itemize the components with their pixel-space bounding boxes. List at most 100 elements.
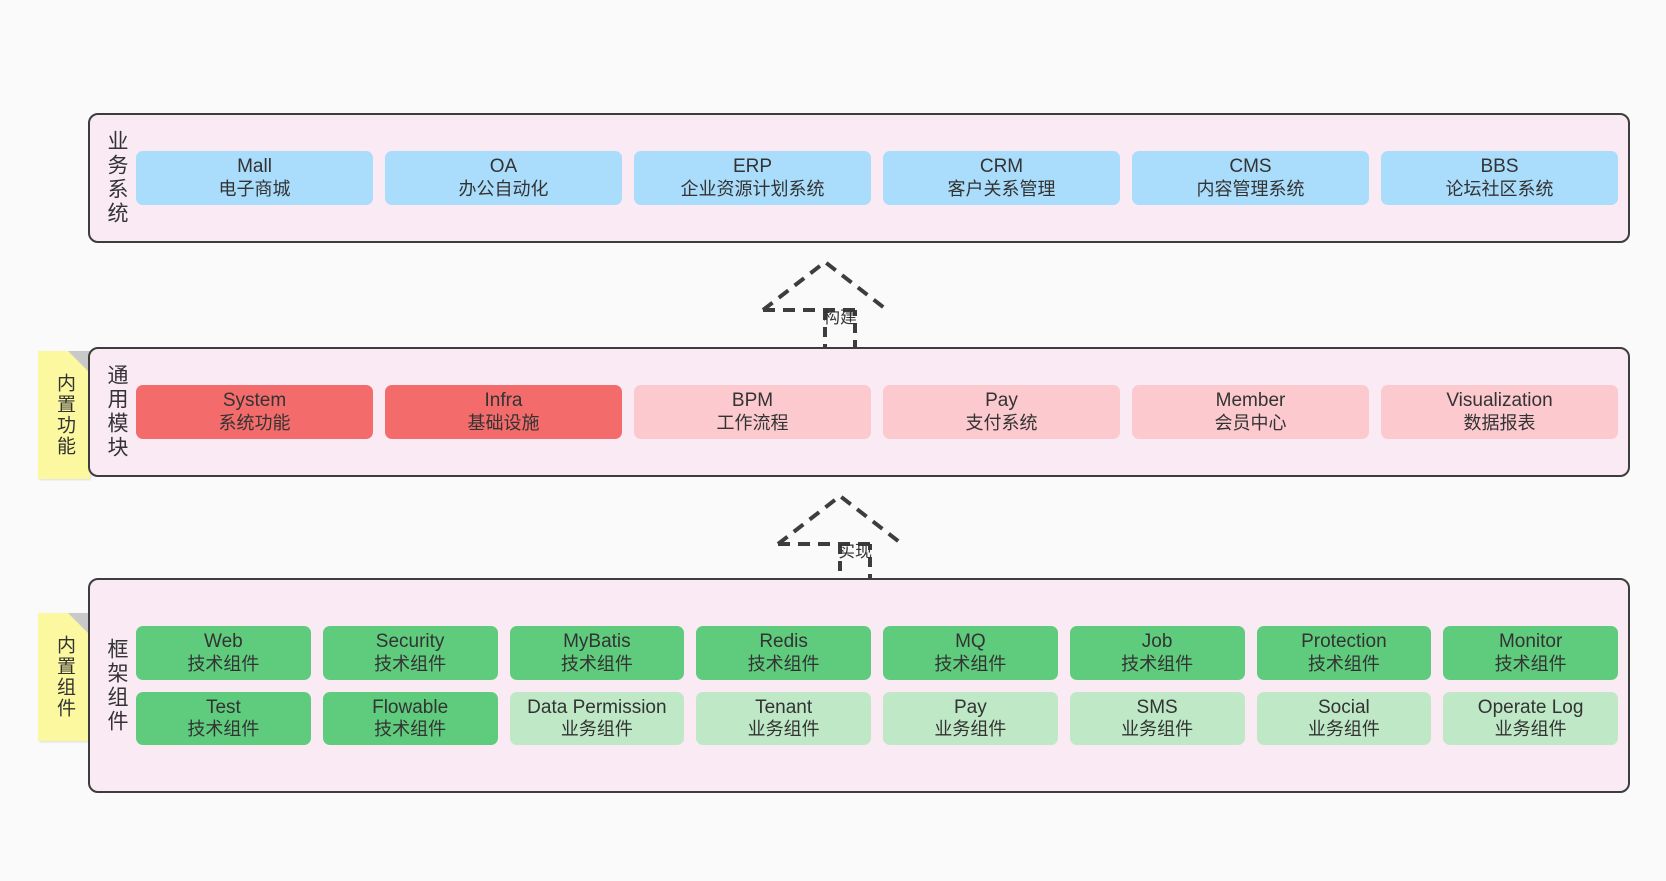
card-subtitle: 基础设施 — [467, 412, 540, 433]
card-bbs[interactable]: BBS 论坛社区系统 — [1381, 151, 1618, 205]
card-subtitle: 业务组件 — [1121, 718, 1194, 739]
note-builtin-component: 内置组件 — [38, 613, 90, 741]
card-title: BBS — [1480, 156, 1519, 178]
card-subtitle: 技术组件 — [934, 653, 1007, 674]
card-title: Web — [204, 631, 243, 653]
card-pay-component[interactable]: Pay 业务组件 — [883, 691, 1058, 745]
card-protection[interactable]: Protection 技术组件 — [1256, 626, 1432, 680]
layer-common-modules: 通用模块 System 系统功能 Infra 基础设施 BPM 工作流程 Pay… — [88, 347, 1630, 477]
card-title: Visualization — [1446, 390, 1553, 412]
card-job[interactable]: Job 技术组件 — [1069, 626, 1245, 680]
card-title: OA — [489, 156, 518, 178]
card-title: Flowable — [372, 696, 449, 718]
card-subtitle: 数据报表 — [1463, 412, 1536, 433]
card-title: Operate Log — [1477, 696, 1584, 718]
card-mq[interactable]: MQ 技术组件 — [883, 626, 1058, 680]
card-subtitle: 技术组件 — [187, 653, 260, 674]
card-subtitle: 技术组件 — [1121, 653, 1194, 674]
card-title: MyBatis — [563, 631, 631, 653]
card-title: Social — [1318, 696, 1370, 718]
card-crm[interactable]: CRM 客户关系管理 — [883, 151, 1120, 205]
card-tenant[interactable]: Tenant 业务组件 — [696, 691, 871, 745]
note-fold-corner — [68, 613, 90, 635]
card-cms[interactable]: CMS 内容管理系统 — [1132, 151, 1369, 205]
card-subtitle: 客户关系管理 — [947, 178, 1056, 199]
card-subtitle: 论坛社区系统 — [1445, 178, 1554, 199]
card-title: Member — [1215, 390, 1286, 412]
card-subtitle: 会员中心 — [1214, 412, 1287, 433]
card-bpm[interactable]: BPM 工作流程 — [634, 385, 871, 439]
connector-build: 构建 — [755, 258, 905, 353]
card-title: Security — [375, 631, 445, 653]
card-title: Pay — [985, 390, 1018, 412]
card-mall[interactable]: Mall 电子商城 — [136, 151, 373, 205]
card-subtitle: 电子商城 — [218, 178, 291, 199]
card-web[interactable]: Web 技术组件 — [136, 626, 311, 680]
card-title: Tenant — [755, 696, 813, 718]
layer-title-business-systems: 业务系统 — [105, 130, 129, 226]
card-infra[interactable]: Infra 基础设施 — [385, 385, 622, 439]
card-title: Protection — [1301, 631, 1387, 653]
layer-title-common-modules: 通用模块 — [105, 364, 129, 460]
card-member[interactable]: Member 会员中心 — [1132, 385, 1369, 439]
connector-implement: 实现 — [770, 492, 920, 587]
card-row: System 系统功能 Infra 基础设施 BPM 工作流程 Pay 支付系统… — [136, 385, 1618, 439]
card-title: Infra — [484, 390, 523, 412]
card-subtitle: 业务组件 — [560, 718, 633, 739]
card-group-framework-components: Web 技术组件 Security 技术组件 MyBatis 技术组件 Redi… — [136, 588, 1618, 783]
card-erp[interactable]: ERP 企业资源计划系统 — [634, 151, 871, 205]
card-mybatis[interactable]: MyBatis 技术组件 — [509, 626, 685, 680]
card-group-common-modules: System 系统功能 Infra 基础设施 BPM 工作流程 Pay 支付系统… — [136, 357, 1618, 467]
card-subtitle: 技术组件 — [187, 718, 260, 739]
card-subtitle: 技术组件 — [1307, 653, 1380, 674]
card-title: Redis — [759, 631, 808, 653]
card-title: CMS — [1229, 156, 1272, 178]
card-subtitle: 办公自动化 — [458, 178, 549, 199]
card-group-business-systems: Mall 电子商城 OA 办公自动化 ERP 企业资源计划系统 CRM 客户关系… — [136, 123, 1618, 233]
card-title: Data Permission — [527, 696, 667, 718]
card-title: Mall — [237, 156, 272, 178]
card-subtitle: 支付系统 — [965, 412, 1038, 433]
card-sms[interactable]: SMS 业务组件 — [1069, 691, 1245, 745]
card-visualization[interactable]: Visualization 数据报表 — [1381, 385, 1618, 439]
layer-title-framework-components: 框架组件 — [105, 637, 129, 734]
card-title: Pay — [954, 696, 987, 718]
card-monitor[interactable]: Monitor 技术组件 — [1443, 626, 1618, 680]
card-subtitle: 内容管理系统 — [1196, 178, 1305, 199]
card-data-permission[interactable]: Data Permission 业务组件 — [509, 691, 685, 745]
card-subtitle: 技术组件 — [374, 653, 447, 674]
note-builtin-function: 内置功能 — [38, 351, 90, 479]
card-subtitle: 业务组件 — [1494, 718, 1567, 739]
note-fold-corner — [68, 351, 90, 373]
card-operate-log[interactable]: Operate Log 业务组件 — [1443, 691, 1618, 745]
card-row: Mall 电子商城 OA 办公自动化 ERP 企业资源计划系统 CRM 客户关系… — [136, 151, 1618, 205]
card-title: Monitor — [1498, 631, 1563, 653]
card-pay-module[interactable]: Pay 支付系统 — [883, 385, 1120, 439]
card-subtitle: 技术组件 — [1494, 653, 1567, 674]
card-redis[interactable]: Redis 技术组件 — [696, 626, 871, 680]
layer-framework-components: 框架组件 Web 技术组件 Security 技术组件 MyBatis 技术组件… — [88, 578, 1630, 793]
card-title: Job — [1141, 631, 1173, 653]
card-subtitle: 企业资源计划系统 — [680, 178, 825, 199]
card-title: System — [222, 390, 287, 412]
card-system[interactable]: System 系统功能 — [136, 385, 373, 439]
card-test[interactable]: Test 技术组件 — [136, 691, 311, 745]
card-flowable[interactable]: Flowable 技术组件 — [322, 691, 498, 745]
card-social[interactable]: Social 业务组件 — [1256, 691, 1432, 745]
card-subtitle: 工作流程 — [716, 412, 789, 433]
card-title: SMS — [1136, 696, 1178, 718]
card-row: Web 技术组件 Security 技术组件 MyBatis 技术组件 Redi… — [136, 626, 1618, 680]
layer-business-systems: 业务系统 Mall 电子商城 OA 办公自动化 ERP 企业资源计划系统 CRM… — [88, 113, 1630, 243]
note-label: 内置组件 — [53, 635, 75, 719]
card-title: MQ — [955, 631, 986, 653]
card-security[interactable]: Security 技术组件 — [322, 626, 498, 680]
card-subtitle: 业务组件 — [747, 718, 820, 739]
card-title: Test — [205, 696, 241, 718]
card-subtitle: 系统功能 — [218, 412, 291, 433]
connector-build-label: 构建 — [823, 308, 857, 327]
card-title: CRM — [979, 156, 1024, 178]
card-subtitle: 业务组件 — [934, 718, 1007, 739]
card-row: Test 技术组件 Flowable 技术组件 Data Permission … — [136, 691, 1618, 745]
card-subtitle: 业务组件 — [1307, 718, 1380, 739]
card-oa[interactable]: OA 办公自动化 — [385, 151, 622, 205]
